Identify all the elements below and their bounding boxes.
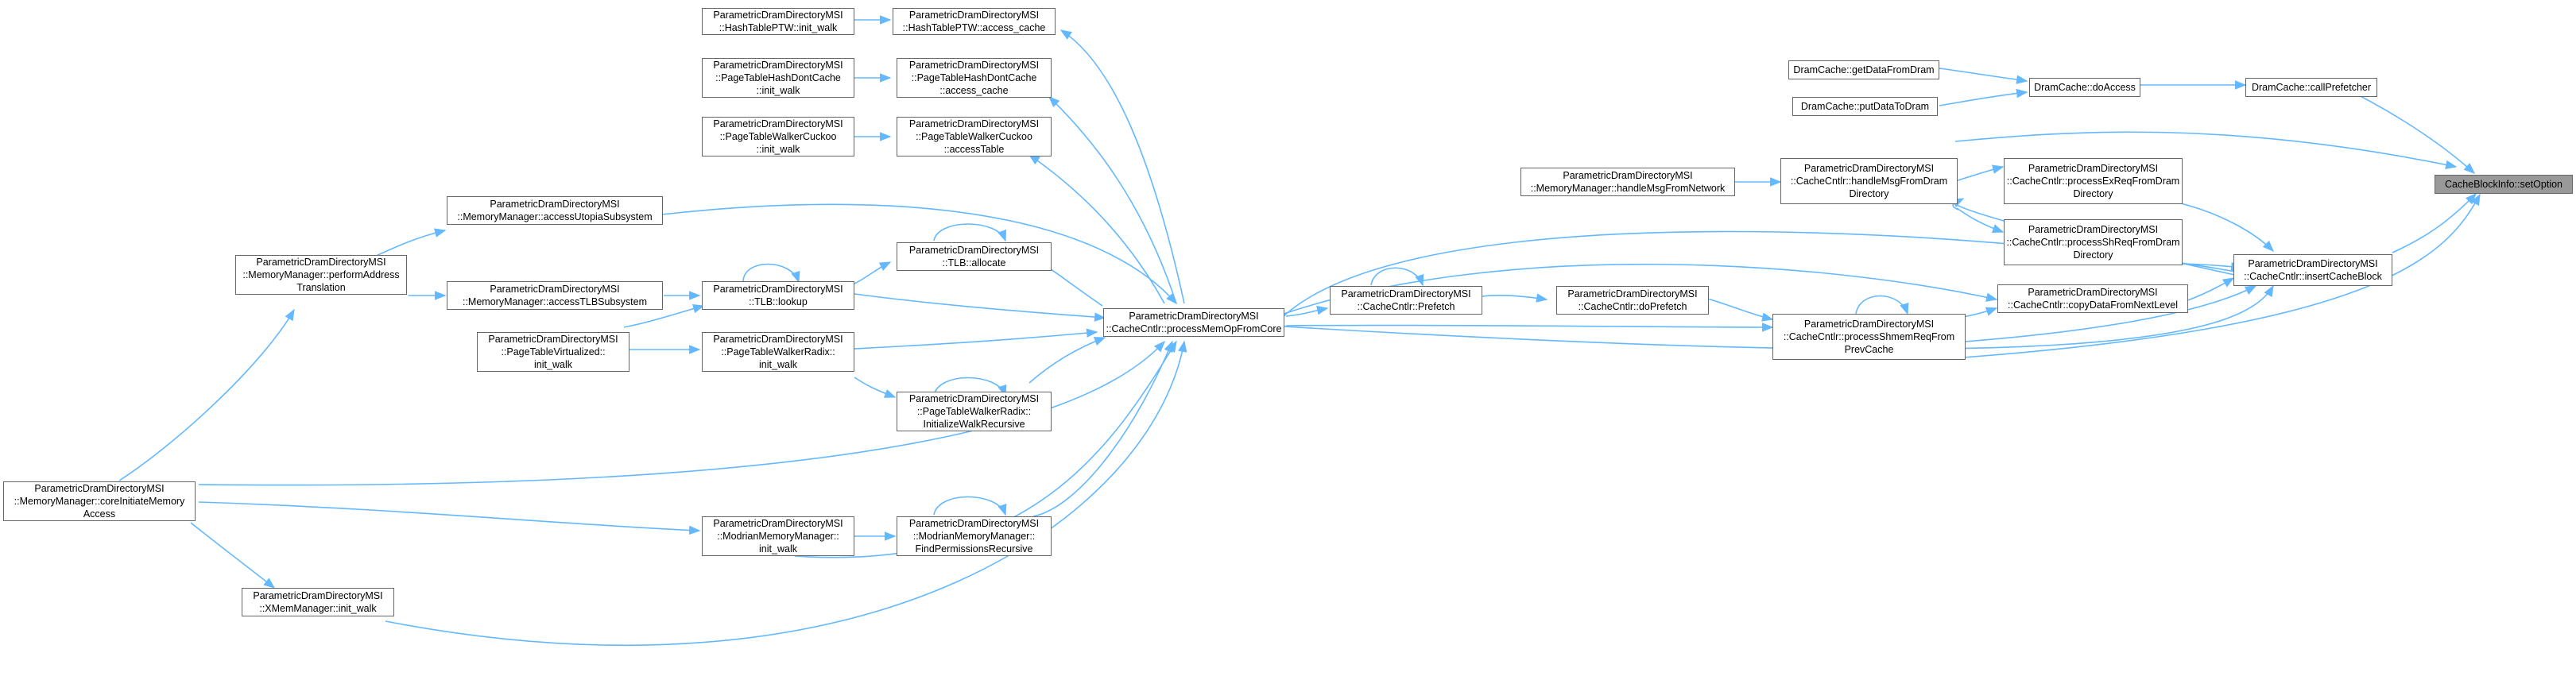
node-core-initiate-memory-access[interactable]: ParametricDramDirectoryMSI ::MemoryManag… (3, 481, 196, 521)
node-process-sh-req-from-dram-directory[interactable]: ParametricDramDirectoryMSI ::CacheCntlr:… (2004, 219, 2183, 265)
edge (1370, 267, 1424, 287)
node-handle-msg-from-network[interactable]: ParametricDramDirectoryMSI ::MemoryManag… (1520, 168, 1735, 196)
edge (660, 203, 1177, 305)
node-handle-msg-from-dram-directory[interactable]: ParametricDramDirectoryMSI ::CacheCntlr:… (1780, 158, 1958, 204)
edge (1939, 68, 2028, 84)
edge (1954, 164, 2005, 182)
edge (385, 340, 1187, 646)
edge (933, 496, 1007, 516)
edge (854, 328, 1098, 350)
edge (190, 522, 276, 589)
node-hashdontcache-init-walk[interactable]: ParametricDramDirectoryMSI ::PageTableHa… (702, 58, 854, 98)
edge (1964, 285, 2257, 342)
node-dramcache-call-prefetcher[interactable]: DramCache::callPrefetcher (2245, 78, 2377, 97)
node-access-utopia-subsystem[interactable]: ParametricDramDirectoryMSI ::MemoryManag… (447, 196, 663, 225)
edge (1482, 293, 1548, 303)
edge (1956, 207, 2005, 234)
node-dramcache-put-data-to-dram[interactable]: DramCache::putDataToDram (1792, 97, 1938, 116)
edge (933, 377, 1007, 397)
edge (198, 340, 1165, 486)
edge (1962, 307, 1998, 318)
node-cacheblockinfo-set-option[interactable]: CacheBlockInfo::setOption (2435, 175, 2573, 194)
edge (1939, 88, 2028, 106)
node-access-tlb-subsystem[interactable]: ParametricDramDirectoryMSI ::MemoryManag… (447, 281, 663, 310)
edge (794, 340, 1177, 558)
node-cuckoo-access-table[interactable]: ParametricDramDirectoryMSI ::PageTableWa… (897, 117, 1052, 156)
edge (1028, 337, 1106, 384)
edge (2392, 192, 2477, 253)
node-dramcache-get-data-from-dram[interactable]: DramCache::getDataFromDram (1788, 60, 1939, 79)
edge (2177, 202, 2275, 253)
edge (1032, 340, 1173, 517)
node-tlb-lookup[interactable]: ParametricDramDirectoryMSI ::TLB::lookup (702, 281, 854, 310)
node-modrian-init-walk[interactable]: ParametricDramDirectoryMSI ::ModrianMemo… (702, 516, 854, 556)
node-xmem-init-walk[interactable]: ParametricDramDirectoryMSI ::XMemManager… (242, 588, 394, 616)
node-hashtableptw-access-cache[interactable]: ParametricDramDirectoryMSI ::HashTablePT… (893, 8, 1056, 35)
node-insert-cache-block[interactable]: ParametricDramDirectoryMSI ::CacheCntlr:… (2233, 254, 2392, 286)
node-tlb-allocate[interactable]: ParametricDramDirectoryMSI ::TLB::alloca… (897, 242, 1052, 271)
node-pagetable-virtualized-init-walk[interactable]: ParametricDramDirectoryMSI ::PageTableVi… (477, 332, 629, 372)
node-cuckoo-init-walk[interactable]: ParametricDramDirectoryMSI ::PageTableWa… (702, 117, 854, 156)
edge (854, 293, 1106, 322)
edge (1954, 131, 2458, 170)
edge (854, 261, 892, 284)
node-hashtableptw-init-walk[interactable]: ParametricDramDirectoryMSI ::HashTablePT… (702, 8, 854, 35)
node-cachecntlr-prefetch[interactable]: ParametricDramDirectoryMSI ::CacheCntlr:… (1330, 286, 1482, 315)
node-process-memop-from-core[interactable]: ParametricDramDirectoryMSI ::CacheCntlr:… (1103, 308, 1284, 337)
node-radix-init-walk[interactable]: ParametricDramDirectoryMSI ::PageTableWa… (702, 332, 854, 372)
edge (1704, 297, 1774, 322)
node-copy-data-from-next-level[interactable]: ParametricDramDirectoryMSI ::CacheCntlr:… (1997, 284, 2188, 313)
edge (933, 223, 1007, 242)
node-hashdontcache-access-cache[interactable]: ParametricDramDirectoryMSI ::PageTableHa… (897, 58, 1052, 98)
node-process-shmem-req-from-prev-cache[interactable]: ParametricDramDirectoryMSI ::CacheCntlr:… (1772, 314, 1966, 360)
edge (1285, 323, 1774, 332)
node-perform-address-translation[interactable]: ParametricDramDirectoryMSI ::MemoryManag… (235, 255, 407, 295)
edge (1285, 305, 1329, 317)
edge (1962, 193, 2481, 358)
node-cachecntlr-do-prefetch[interactable]: ParametricDramDirectoryMSI ::CacheCntlr:… (1556, 286, 1709, 315)
edge (1855, 295, 1909, 315)
edge (118, 308, 295, 481)
edge (854, 377, 897, 398)
edge (1048, 95, 1177, 304)
edge (1059, 29, 1185, 304)
edge (1028, 154, 1165, 304)
edge (742, 263, 800, 284)
edge (2338, 84, 2476, 174)
edge (2183, 277, 2235, 303)
edge (198, 501, 701, 535)
node-modrian-find-permissions-recursive[interactable]: ParametricDramDirectoryMSI ::ModrianMemo… (897, 516, 1052, 556)
edge (1283, 284, 2274, 350)
node-dramcache-do-access[interactable]: DramCache::doAccess (2029, 78, 2140, 97)
node-process-ex-req-from-dram-directory[interactable]: ParametricDramDirectoryMSI ::CacheCntlr:… (2004, 158, 2183, 204)
node-radix-initialize-walk-recursive[interactable]: ParametricDramDirectoryMSI ::PageTableWa… (897, 392, 1052, 431)
edge (623, 304, 705, 328)
